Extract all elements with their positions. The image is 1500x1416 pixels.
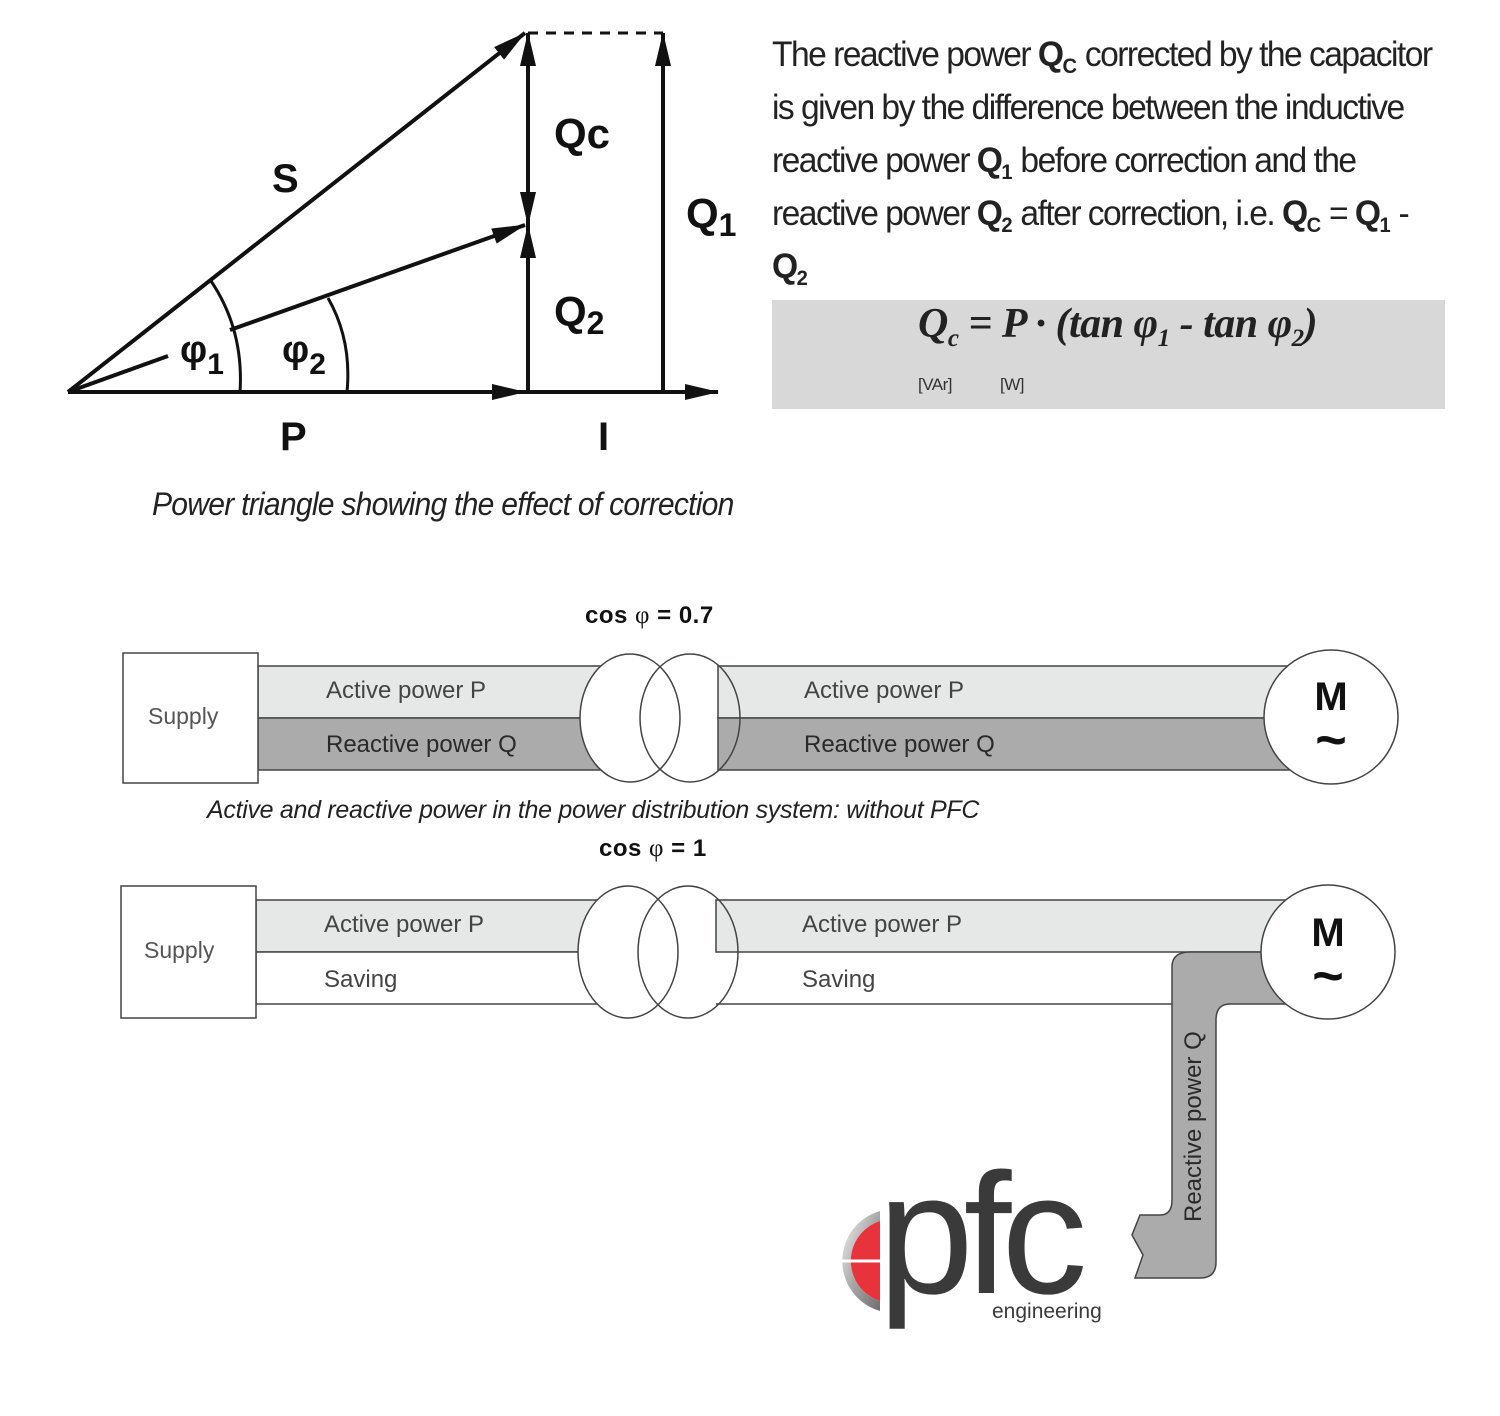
logo-wordmark: pfc (878, 1138, 1087, 1330)
motor-circle (1263, 649, 1399, 785)
left-reactive-band (257, 717, 604, 771)
left-active-label: Active power P (324, 911, 484, 938)
supply-label: Supply (148, 703, 219, 729)
phi1-label: φ1 (180, 329, 224, 381)
transformer-coil-left (579, 653, 681, 783)
transformer-coil-right (639, 653, 741, 783)
q1-label: Q1 (686, 190, 736, 243)
transformer-coil-left (577, 885, 679, 1019)
cos-phi-1-label: cos φ = 1 (599, 835, 707, 862)
right-active-band (715, 899, 1317, 953)
corrected-vector (229, 223, 526, 332)
qc-label: Qc (554, 110, 610, 157)
phi2-label: φ2 (282, 329, 326, 381)
right-reactive-band (717, 717, 1319, 771)
without-pfc-diagram: Supply Active power P Reactive power Q A… (122, 649, 1399, 785)
left-active-label: Active power P (326, 677, 486, 704)
explanation-paragraph: The reactive power QC corrected by the c… (772, 35, 1433, 290)
left-reactive-label: Reactive power Q (326, 731, 517, 758)
formula: Qc = P · (tan φ1 - tan φ2) (918, 301, 1318, 352)
corrected-vector-tail (67, 354, 169, 394)
supply-label: Supply (144, 937, 215, 963)
pfc-logo-emblem (838, 1211, 880, 1311)
q2-label: Q2 (554, 288, 604, 341)
triangle-caption: Power triangle showing the effect of cor… (152, 486, 734, 522)
left-saving-band (255, 951, 602, 1005)
motor-tilde-icon: ~ (1315, 710, 1347, 770)
cos-phi-0-7-label: cos φ = 0.7 (585, 602, 714, 629)
without-pfc-caption: Active and reactive power in the power d… (207, 796, 980, 824)
motor-label: M (1314, 675, 1347, 719)
transformer-coil-right (637, 885, 739, 1019)
power-triangle-diagram: S Qc Q1 Q2 φ1 φ2 P I (66, 31, 736, 459)
p-label: P (280, 415, 307, 459)
s-vector (66, 31, 527, 394)
unit-var: [VAr] (918, 375, 953, 394)
motor-label: M (1311, 911, 1344, 955)
supply-box (122, 652, 259, 784)
right-active-label: Active power P (802, 911, 962, 938)
left-saving-label: Saving (324, 966, 397, 993)
reactive-power-return-band (1131, 951, 1301, 1279)
motor-circle (1260, 884, 1396, 1020)
with-pfc-diagram: Supply Active power P Saving Active powe… (120, 884, 1396, 1279)
right-reactive-label: Reactive power Q (804, 731, 995, 758)
i-label: I (598, 415, 609, 459)
left-active-band (257, 665, 604, 719)
motor-tilde-icon: ~ (1312, 946, 1344, 1006)
logo-subtitle: engineering (992, 1300, 1102, 1323)
s-label: S (272, 157, 299, 201)
right-active-label: Active power P (804, 677, 964, 704)
reactive-power-vertical-label: Reactive power Q (1180, 1031, 1207, 1222)
unit-w: [W] (1000, 375, 1025, 394)
phi1-arc (209, 280, 242, 393)
formula-box (772, 300, 1445, 409)
supply-box (120, 885, 257, 1019)
phi2-arc (326, 297, 350, 393)
right-saving-label: Saving (802, 966, 875, 993)
